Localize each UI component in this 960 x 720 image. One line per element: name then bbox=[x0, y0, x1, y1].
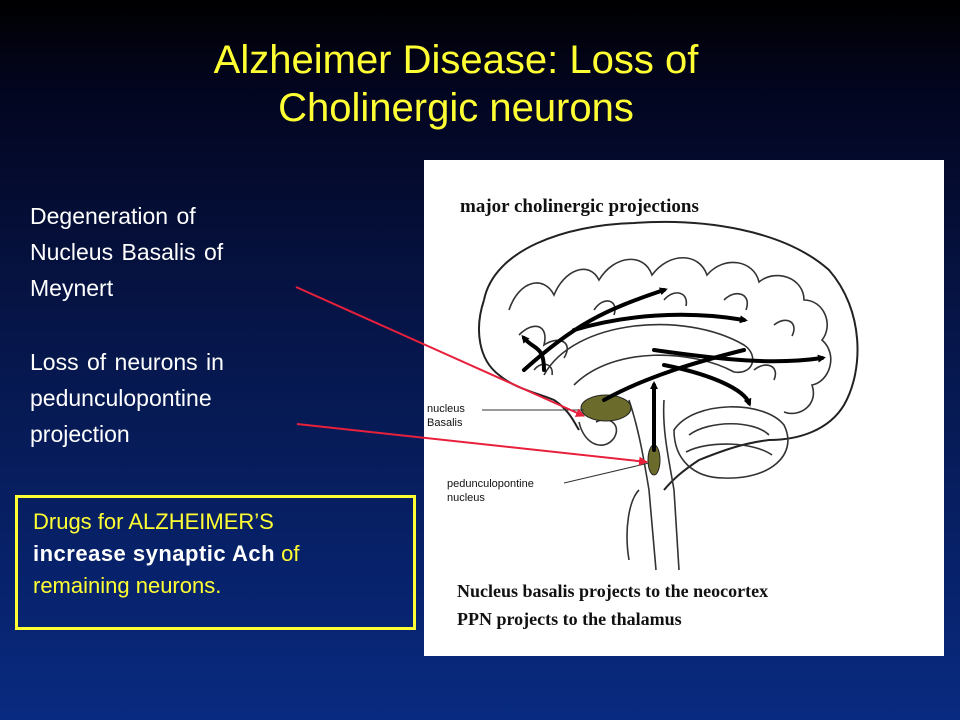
drug-note-line-2: increase synaptic Ach of bbox=[33, 538, 403, 570]
label-ppn-line-1: pedunculopontine bbox=[447, 478, 534, 490]
label-ppn-line-2: nucleus bbox=[447, 492, 485, 504]
brain-figure: major cholinergic projections nucleus B bbox=[424, 160, 944, 656]
gyri-lines bbox=[508, 256, 832, 415]
bullet-nucleus-basalis: Degeneration of Nucleus Basalis of Meyne… bbox=[30, 198, 300, 306]
drug-note-of: of bbox=[275, 541, 300, 566]
slide-title-line-1: Alzheimer Disease: Loss of bbox=[213, 38, 699, 82]
bullet-1-line-3: Meynert bbox=[30, 275, 114, 301]
label-nucleus-line-2: Basalis bbox=[427, 417, 463, 429]
bullet-1-line-1: Degeneration of bbox=[30, 203, 196, 229]
cerebellum bbox=[673, 406, 789, 479]
slide-title-line-2: Cholinergic neurons bbox=[278, 86, 634, 130]
slide-title: Alzheimer Disease: Loss of Cholinergic n… bbox=[0, 36, 912, 132]
bullet-1-line-2: Nucleus Basalis of bbox=[30, 239, 224, 265]
caption-line-2: PPN projects to the thalamus bbox=[457, 609, 682, 629]
brain-outline bbox=[483, 220, 859, 491]
pituitary bbox=[578, 418, 618, 446]
brain-diagram: major cholinergic projections nucleus B bbox=[427, 196, 859, 629]
projection-arrows bbox=[521, 287, 826, 452]
ppn-label-leader bbox=[563, 462, 650, 484]
caption-line-1: Nucleus basalis projects to the neocorte… bbox=[457, 581, 768, 601]
figure-title: major cholinergic projections bbox=[460, 196, 699, 217]
bullet-2-line-1: Loss of neurons in bbox=[30, 349, 224, 375]
bullet-2-line-3: projection bbox=[30, 421, 130, 447]
label-nucleus-line-1: nucleus bbox=[427, 403, 465, 415]
bullet-2-line-2: pedunculopontine bbox=[30, 385, 212, 411]
drug-note-emphasis: increase synaptic Ach bbox=[33, 541, 276, 566]
drug-note-line-3: remaining neurons. bbox=[33, 573, 222, 598]
drug-note-line-1: Drugs for ALZHEIMER’S bbox=[33, 509, 274, 534]
drug-note-box: Drugs for ALZHEIMER’S increase synaptic … bbox=[15, 495, 416, 630]
bullet-pedunculopontine: Loss of neurons in pedunculopontine proj… bbox=[30, 344, 300, 452]
